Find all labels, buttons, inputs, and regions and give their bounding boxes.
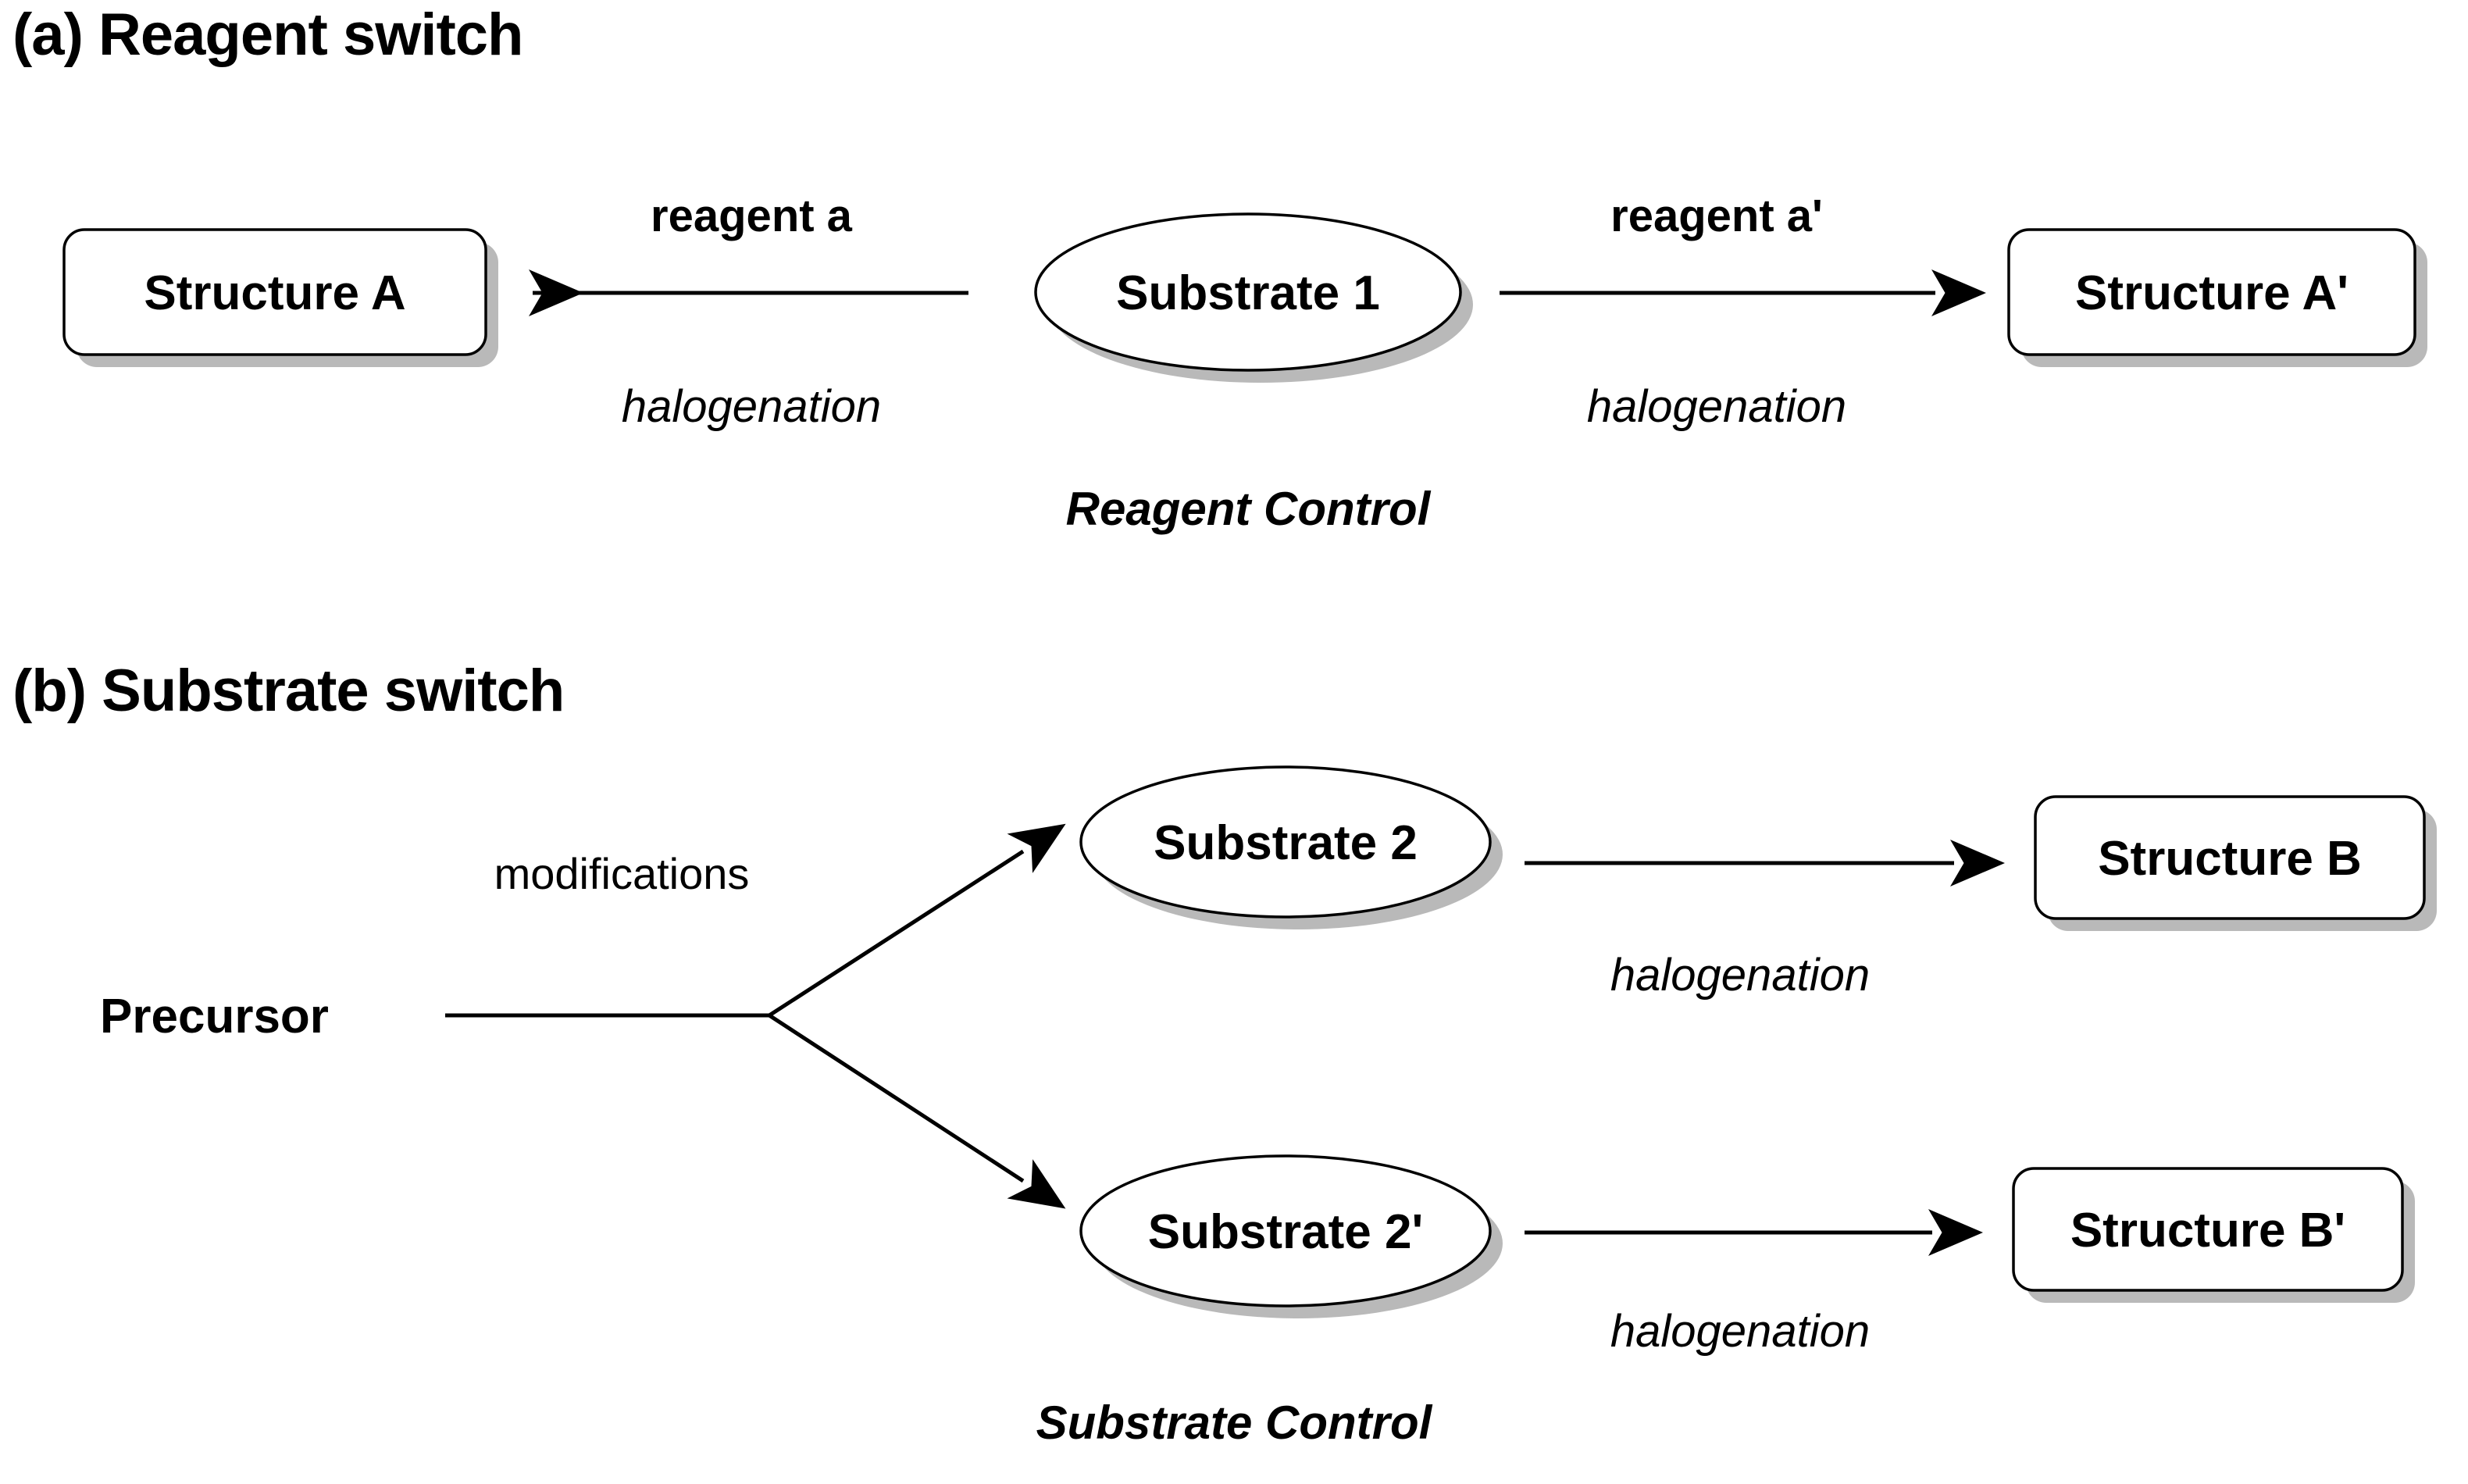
- arrow-precursor-to-substrate2: [768, 823, 1066, 1018]
- right-arrow-bottom-label: halogenation: [1587, 381, 1846, 432]
- panel-b-group: (b) Substrate switch Precursor modificat…: [12, 658, 2437, 1449]
- substrate-1-label: Substrate 1: [1116, 266, 1380, 320]
- substrate-1-ellipse: [1034, 212, 1462, 372]
- structure-a-prime-node[interactable]: Structure A': [2007, 228, 2427, 367]
- arrow-precursor-to-substrate2-prime: [768, 1013, 1066, 1209]
- substrate-2-node[interactable]: Substrate 2: [1079, 765, 1503, 929]
- right-arrow-top-label: reagent a': [1610, 191, 1823, 241]
- panel-a-heading: (a) Reagent switch: [12, 2, 522, 68]
- structure-a-prime-label: Structure A': [2075, 266, 2349, 320]
- substrate-2-label: Substrate 2: [1154, 816, 1418, 870]
- precursor-label: Precursor: [100, 990, 329, 1043]
- left-arrow-top-label: reagent a: [651, 191, 853, 241]
- substrate-2-prime-label: Substrate 2': [1148, 1205, 1423, 1259]
- substrate-control-label: Substrate Control: [1036, 1397, 1433, 1449]
- structure-b-label: Structure B: [2098, 832, 2362, 886]
- reagent-control-label: Reagent Control: [1066, 483, 1432, 535]
- structure-b-prime-label: Structure B': [2070, 1204, 2345, 1257]
- structure-b-prime-node[interactable]: Structure B': [2012, 1167, 2415, 1303]
- structure-b-prime-box: [2012, 1167, 2404, 1292]
- structure-a-label: Structure A: [144, 266, 405, 320]
- structure-a-box: [62, 228, 487, 356]
- structure-b-node[interactable]: Structure B: [2034, 795, 2437, 931]
- substrate-1-node[interactable]: Substrate 1: [1034, 212, 1473, 383]
- panel-a-group: (a) Reagent switch Structure A reagent a…: [12, 2, 2427, 535]
- left-arrow-bottom-label: halogenation: [622, 381, 881, 432]
- panel-b-heading: (b) Substrate switch: [12, 658, 564, 724]
- substrate-2-prime-node[interactable]: Substrate 2': [1079, 1154, 1503, 1318]
- modifications-label: modifications: [494, 849, 750, 898]
- substrate-2-ellipse: [1079, 765, 1492, 919]
- structure-b-box: [2034, 795, 2426, 920]
- substrate-2-prime-ellipse: [1079, 1154, 1492, 1307]
- top-halogenation-label: halogenation: [1610, 950, 1870, 1001]
- structure-a-node[interactable]: Structure A: [62, 228, 498, 367]
- bottom-halogenation-label: halogenation: [1610, 1306, 1870, 1357]
- structure-a-prime-box: [2007, 228, 2416, 356]
